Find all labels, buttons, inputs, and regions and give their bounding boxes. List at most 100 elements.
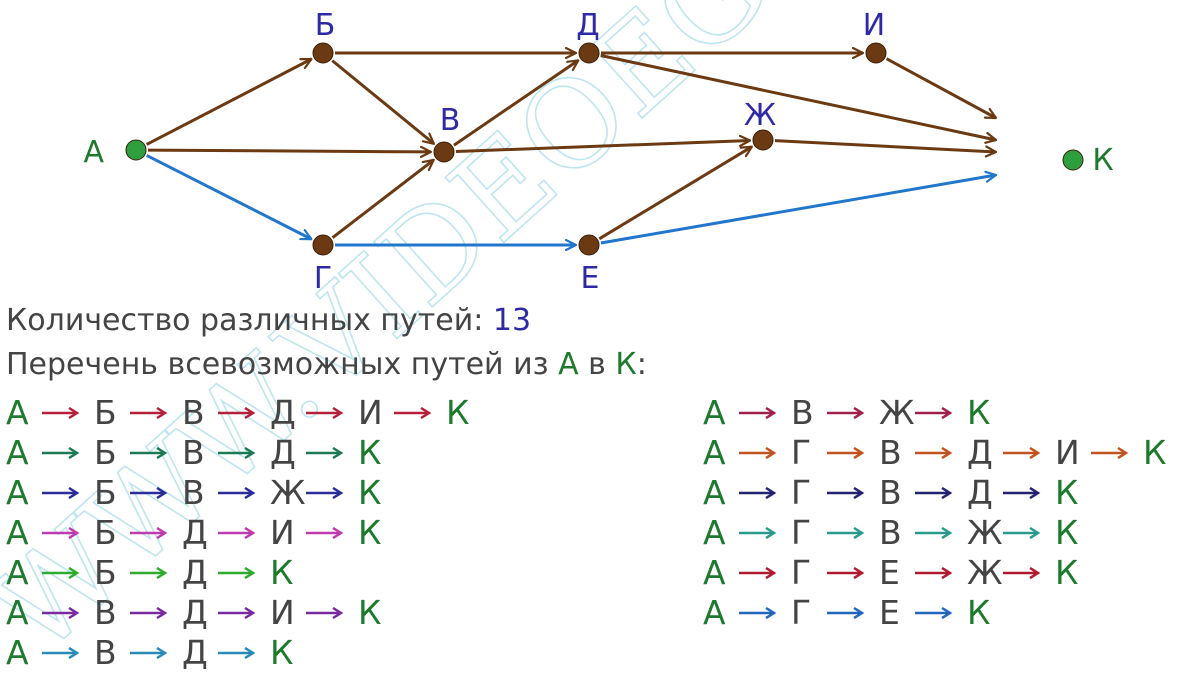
path-arrow-icon (737, 513, 777, 539)
path-arrow-icon (40, 593, 80, 619)
edge-A-B (145, 57, 312, 146)
path-count-line: Количество различных путей: 13 (6, 303, 531, 338)
path-node-label: А (6, 393, 29, 432)
path-node-label: К (967, 593, 991, 632)
path-node-label: Д (967, 473, 993, 512)
node-B-dot (312, 42, 334, 64)
path-node-label: В (182, 393, 205, 432)
edge-A-V (147, 150, 431, 152)
node-I-dot (865, 42, 887, 64)
path-arrow-icon (825, 553, 865, 579)
path-arrow-icon (1001, 433, 1041, 459)
path-arrow-icon (216, 433, 256, 459)
path-arrow-icon (913, 473, 953, 499)
node-G-label: Г (314, 261, 332, 296)
path-node-label: К (270, 633, 294, 672)
path-arrow-icon (913, 393, 953, 419)
node-I-label: И (863, 8, 885, 43)
node-D-label: Д (576, 8, 599, 43)
path-list-suffix: : (636, 347, 647, 382)
path-node-label: И (1055, 433, 1080, 472)
path-node-label: Б (94, 433, 117, 472)
path-arrow-icon (913, 513, 953, 539)
path-node-label: А (703, 513, 726, 552)
path-count-value: 13 (492, 303, 532, 338)
path-node-label: Е (879, 593, 900, 632)
path-node-label: Д (270, 433, 296, 472)
path-node-label: К (1143, 433, 1167, 472)
path-node-label: А (6, 473, 29, 512)
path-arrow-icon (737, 553, 777, 579)
path-node-label: А (703, 553, 726, 592)
path-node-label: В (879, 513, 902, 552)
path-node-label: А (6, 513, 29, 552)
edge-D-K (600, 54, 996, 140)
node-G-dot (312, 234, 334, 256)
path-node-label: Д (182, 513, 208, 552)
path-node-label: К (358, 513, 382, 552)
node-Zh-label: Ж (744, 98, 776, 133)
edge-A-G (146, 154, 312, 241)
path-arrow-icon (216, 473, 256, 499)
path-node-label: Д (182, 553, 208, 592)
path-node-label: В (94, 633, 117, 672)
path-node-label: Г (791, 473, 812, 512)
path-arrow-icon (40, 553, 80, 579)
path-arrow-icon (392, 393, 432, 419)
edge-V-Zh (455, 140, 750, 154)
path-node-label: А (703, 393, 726, 432)
path-node-label: К (1055, 473, 1079, 512)
path-arrow-icon (216, 393, 256, 419)
path-node-label: Б (94, 553, 117, 592)
path-node-label: К (270, 553, 294, 592)
path-arrow-icon (128, 633, 168, 659)
path-arrow-icon (216, 513, 256, 539)
path-node-label: Д (967, 433, 993, 472)
path-node-label: В (94, 593, 117, 632)
edge-V-D (453, 60, 578, 147)
path-node-label: А (6, 633, 29, 672)
path-arrow-icon (1001, 513, 1041, 539)
path-arrow-icon (128, 473, 168, 499)
node-B-label: Б (315, 8, 336, 43)
path-arrow-icon (40, 513, 80, 539)
path-arrow-icon (304, 393, 344, 419)
edge-I-K (885, 57, 996, 120)
path-node-label: А (6, 433, 29, 472)
edge-G-V (331, 160, 434, 239)
path-node-label: И (358, 393, 383, 432)
path-arrow-icon (737, 393, 777, 419)
path-node-label: Д (270, 393, 296, 432)
path-arrow-icon (825, 593, 865, 619)
edge-E-K (600, 175, 996, 245)
node-Zh-dot (752, 129, 774, 151)
path-arrow-icon (1001, 473, 1041, 499)
edge-Zh-K (774, 139, 996, 152)
path-arrow-icon (304, 473, 344, 499)
path-arrow-icon (737, 593, 777, 619)
edge-B-V (331, 59, 434, 144)
path-arrow-icon (128, 513, 168, 539)
path-node-label: В (879, 473, 902, 512)
node-A-dot (125, 139, 147, 161)
node-V-label: В (440, 103, 461, 138)
path-node-label: Б (94, 473, 117, 512)
path-arrow-icon (825, 473, 865, 499)
path-arrow-icon (913, 553, 953, 579)
path-list-prefix: Перечень всевозможных путей из (6, 347, 549, 382)
path-node-label: Г (791, 593, 812, 632)
path-node-label: Д (182, 593, 208, 632)
path-list-heading: Перечень всевозможных путей из А в К: (6, 347, 647, 382)
